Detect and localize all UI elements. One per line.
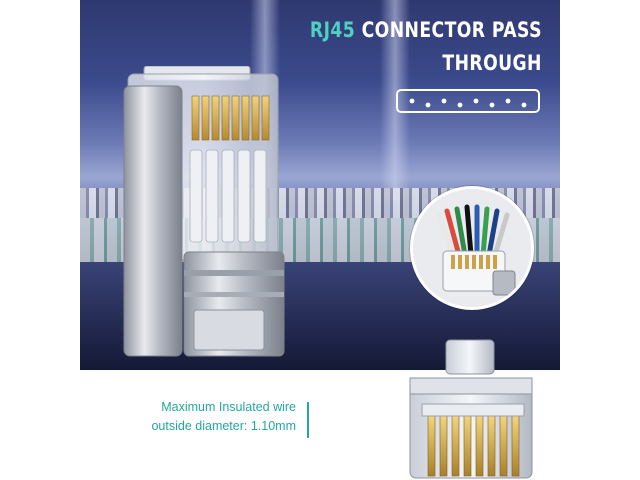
- rj45-connector-side: [123, 66, 285, 357]
- caption-line-2: outside diameter: 1.10mm: [151, 419, 296, 433]
- rj45-front-view: [409, 339, 533, 479]
- wire-diameter-caption: Maximum Insulated wire outside diameter:…: [118, 398, 296, 436]
- wire-pass-through-inset: [410, 186, 534, 310]
- light-beam: [380, 0, 410, 200]
- headline-line-1: RJ45 CONNECTOR PASS: [310, 14, 542, 47]
- headline-line-2: THROUGH: [442, 51, 542, 75]
- caption-divider: [307, 402, 309, 438]
- caption-line-1: Maximum Insulated wire: [161, 400, 296, 414]
- headline-text: CONNECTOR PASS: [355, 18, 542, 42]
- headline-accent: RJ45: [310, 18, 356, 42]
- pin-strip-icon: [396, 89, 540, 113]
- headline: RJ45 CONNECTOR PASS THROUGH: [310, 14, 542, 80]
